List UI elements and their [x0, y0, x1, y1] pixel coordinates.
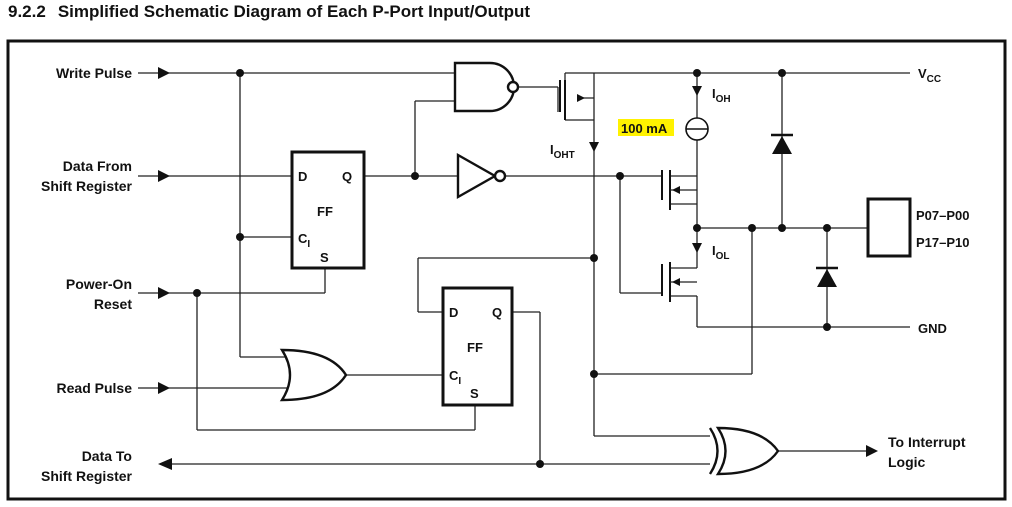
ioh-label: IOH — [712, 86, 731, 105]
nand-gate — [453, 61, 516, 113]
xor-gate-extra-arc — [708, 427, 719, 475]
port-label-line1: P07–P00 — [916, 208, 970, 223]
power-on-label-line1: Power-On — [66, 276, 132, 292]
power-on-label-line2: Reset — [94, 296, 132, 312]
ff-top-c-label: CI — [298, 231, 310, 250]
write-pulse-label: Write Pulse — [56, 65, 132, 81]
diode-gnd-icon — [817, 269, 837, 287]
section-number: 9.2.2 — [8, 2, 46, 21]
ff-bottom-name: FF — [467, 340, 483, 355]
diagram-frame — [6, 39, 1007, 501]
current-source-value: 100 mA — [621, 121, 668, 136]
inverter-bubble — [493, 169, 507, 183]
ff-bottom-s-label: S — [470, 386, 479, 401]
signal-arrows — [158, 67, 878, 470]
or-gate — [279, 348, 348, 402]
to-interrupt-label-line1: To Interrupt — [888, 434, 966, 450]
port-label-line2: P17–P10 — [916, 235, 970, 250]
ff-bottom-q-label: Q — [492, 305, 502, 320]
ff-top-s-label: S — [320, 250, 329, 265]
data-from-label-line1: Data From — [63, 158, 132, 174]
current-value-highlight — [618, 119, 674, 136]
nand-bubble — [506, 80, 520, 94]
iol-arrow-icon — [692, 243, 702, 253]
pmos-arrow-icon — [577, 94, 585, 102]
to-interrupt-label-line2: Logic — [888, 454, 926, 470]
iol-label: IOL — [712, 243, 730, 262]
data-from-label-line2: Shift Register — [41, 178, 133, 194]
diode-vcc-icon — [772, 136, 792, 154]
xor-gate — [715, 426, 780, 476]
ff-top-name: FF — [317, 204, 333, 219]
flipflop-bottom — [441, 286, 514, 407]
nmos-upper-arrow-icon — [672, 186, 680, 194]
vcc-label: VCC — [918, 66, 941, 85]
gnd-label: GND — [918, 321, 947, 336]
nmos-lower-arrow-icon — [672, 278, 680, 286]
flipflop-top — [290, 150, 366, 270]
data-to-label-line1: Data To — [82, 448, 132, 464]
junction-dots — [193, 69, 831, 468]
output-port-box — [866, 197, 912, 258]
ff-bottom-c-label: CI — [449, 368, 461, 387]
ioht-label: IOHT — [550, 142, 575, 161]
data-to-label-line2: Shift Register — [41, 468, 133, 484]
wires — [138, 72, 910, 465]
ff-top-q-label: Q — [342, 169, 352, 184]
ff-top-d-label: D — [298, 169, 307, 184]
inverter-gate — [456, 152, 498, 200]
section-title: Simplified Schematic Diagram of Each P-P… — [57, 2, 531, 21]
ioht-arrow-icon — [589, 142, 599, 152]
ioh-arrow-icon — [692, 86, 702, 96]
read-pulse-label: Read Pulse — [57, 380, 133, 396]
section-heading: 9.2.2 Simplified Schematic Diagram of Eac… — [8, 2, 542, 22]
ff-bottom-d-label: D — [449, 305, 458, 320]
